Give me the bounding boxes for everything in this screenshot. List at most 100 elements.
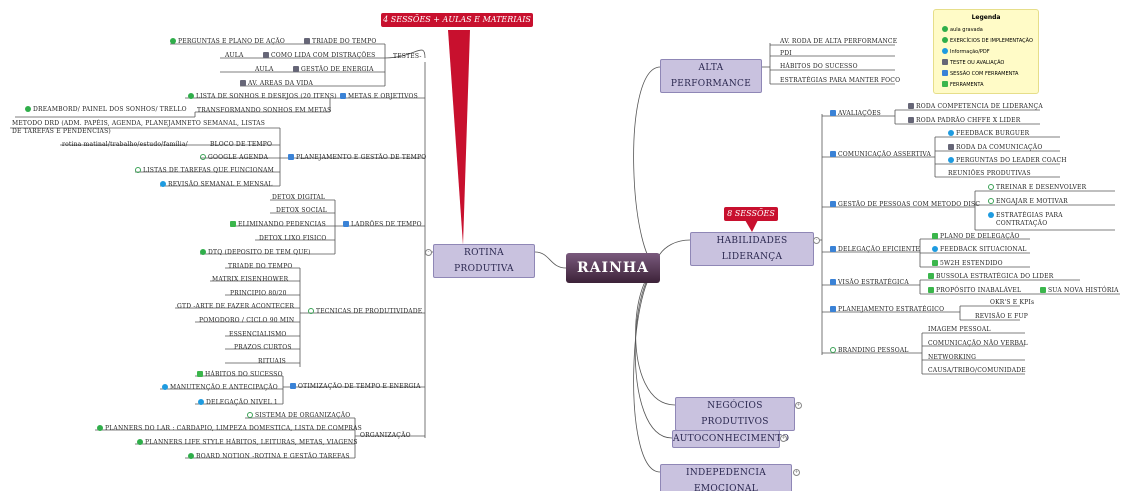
subtopic-delegacao[interactable]: DELEGAÇÃO EFICIENTE <box>830 246 920 254</box>
leaf[interactable]: TRIADE DO TEMPO <box>304 38 376 46</box>
leaf[interactable]: AV. AREAS DA VIDA <box>240 80 313 88</box>
leaf[interactable]: GESTÃO DE ENERGIA <box>293 66 374 74</box>
expand-toggle[interactable]: + <box>795 402 802 409</box>
subtopic-planejamento[interactable]: PLANEJAMENTO ESTRATÉGICO <box>830 306 944 314</box>
leaf[interactable]: HÁBITOS DO SUCESSO <box>197 371 283 379</box>
leaf[interactable]: TRANSFORMANDO SONHOS EM METAS <box>197 107 332 114</box>
leaf[interactable]: POMODORO / CICLO 90 MIN <box>199 317 295 324</box>
leaf[interactable]: PLANNERS LIFE STYLE HÁBITOS, LEITURAS, M… <box>137 439 358 447</box>
leaf[interactable]: COMUNICAÇÃO NÃO VERBAL <box>928 340 1028 347</box>
leaf[interactable]: FEEDBACK BURGUER <box>948 130 1029 138</box>
collapse-toggle[interactable]: - <box>425 249 432 256</box>
leaf[interactable]: AV. RODA DE ALTA PERFORMANCE <box>780 38 898 45</box>
leaf[interactable]: HÁBITOS DO SUCESSO <box>780 63 858 70</box>
node-alta-performance[interactable]: ALTA PERFORMANCE <box>660 59 762 93</box>
leaf[interactable]: PLANNERS DO LAR : CARDAPIO, LIMPEZA DOME… <box>97 425 362 433</box>
leaf[interactable]: PROPÓSITO INABALÁVEL <box>928 287 1021 295</box>
central-topic[interactable]: RAINHA <box>566 253 660 283</box>
leaf[interactable]: TREINAR E DESENVOLVER <box>988 184 1086 192</box>
subtopic-visao[interactable]: VISÃO ESTRATÉGICA <box>830 279 909 287</box>
leaf[interactable]: ESTRATÉGIAS PARA <box>988 212 1063 220</box>
subtopic-comunicacao[interactable]: COMUNICAÇÃO ASSERTIVA <box>830 151 931 159</box>
tool-icon <box>230 221 236 227</box>
leaf[interactable]: ENGAJAR E MOTIVAR <box>988 198 1068 206</box>
leaf[interactable]: GOOGLE AGENDA <box>200 154 268 162</box>
tool-icon <box>928 273 934 279</box>
leaf[interactable]: PERGUNTAS DO LEADER COACH <box>948 157 1067 165</box>
leaf[interactable]: ESSENCIALISMO <box>229 331 287 338</box>
leaf[interactable]: LISTA DE SONHOS E DESEJOS (20 ITENS) <box>188 93 337 101</box>
green-circle-icon <box>97 425 103 431</box>
subtopic-planejamento-tempo[interactable]: PLANEJAMENTO E GESTÃO DE TEMPO <box>288 154 426 162</box>
leaf[interactable]: IMAGEM PESSOAL <box>928 326 991 333</box>
leaf[interactable]: OKR'S E KPIs <box>990 299 1035 306</box>
subtopic-testes[interactable]: TESTES- <box>393 53 422 60</box>
leaf[interactable]: CAUSA/TRIBO/COMUNIDADE <box>928 367 1026 374</box>
tool-icon <box>932 233 938 239</box>
node-independencia-emocional[interactable]: INDEPEDENCIA EMOCIONAL <box>660 464 792 491</box>
collapse-toggle[interactable]: - <box>813 237 820 244</box>
label: LISTAS DE TAREFAS QUE FUNCIONAM <box>143 167 275 174</box>
blue-info-icon <box>932 246 938 252</box>
leaf[interactable]: BLOCO DE TEMPO <box>210 141 273 148</box>
leaf[interactable]: NETWORKING <box>928 354 977 361</box>
leaf[interactable]: DELEGAÇÃO NIVEL 1 <box>198 399 278 407</box>
leaf[interactable]: SISTEMA DE ORGANIZAÇÃO <box>247 412 350 420</box>
leaf[interactable]: METODO DRD (ADM. PAPÉIS, AGENDA, PLANEJA… <box>12 120 266 127</box>
node-negocios-produtivos[interactable]: NEGÓCIOS PRODUTIVOS <box>675 397 795 431</box>
leaf[interactable]: AULA <box>255 66 274 73</box>
leaf[interactable]: RODA COMPETENCIA DE LIDERANÇA <box>908 103 1043 111</box>
leaf[interactable]: TRIADE DO TEMPO <box>228 263 293 270</box>
legend-item: Informação/PDF <box>942 48 990 55</box>
leaf[interactable]: RITUAIS <box>258 358 286 365</box>
leaf[interactable]: MATRIX EISENHOWER <box>212 276 289 283</box>
leaf[interactable]: COMO LIDA COM DISTRAÇÕES <box>263 52 375 60</box>
leaf[interactable]: FEEDBACK SITUACIONAL <box>932 246 1027 254</box>
node-autoconhecimento[interactable]: AUTOCONHECIMENTO <box>672 430 789 448</box>
subtopic-organizacao[interactable]: ORGANIZAÇÃO <box>360 432 411 439</box>
subtopic-avaliacoes[interactable]: AVALIAÇÕES <box>830 110 881 118</box>
subtopic-ladroes[interactable]: LADRÕES DE TEMPO <box>343 221 422 229</box>
leaf[interactable]: BUSSOLA ESTRATÉGICA DO LIDER <box>928 273 1053 281</box>
leaf[interactable]: PRINCIPIO 80/20 <box>230 290 287 297</box>
node-rotina-produtiva[interactable]: ROTINA PRODUTIVA <box>433 244 535 278</box>
leaf[interactable]: SUA NOVA HISTÓRIA <box>1040 287 1119 295</box>
leaf[interactable]: PLANO DE DELEGAÇÃO <box>932 233 1020 241</box>
subtopic-gestao-pessoas[interactable]: GESTÃO DE PESSOAS COM METODO DISC <box>830 201 980 209</box>
leaf[interactable]: PRAZOS CURTOS <box>234 344 292 351</box>
test-icon <box>942 59 948 65</box>
leaf[interactable]: DETOX LIXO FISICO <box>259 235 327 242</box>
leaf[interactable]: 5W2H ESTENDIDO <box>932 260 1003 268</box>
leaf[interactable]: PDI <box>780 50 792 57</box>
leaf[interactable]: AULA <box>225 52 244 59</box>
leaf[interactable]: LISTAS DE TAREFAS QUE FUNCIONAM <box>135 167 274 175</box>
leaf[interactable]: GTD -ARTE DE FAZER ACONTECER <box>177 303 295 310</box>
leaf[interactable]: ESTRATÉGIAS PARA MANTER FOCO <box>780 77 901 84</box>
leaf[interactable]: DETOX DIGITAL <box>272 194 326 201</box>
leaf[interactable]: DETOX SOCIAL <box>276 207 327 214</box>
leaf[interactable]: REVISÃO SEMANAL E MENSAL <box>160 181 273 189</box>
leaf[interactable]: ELIMINANDO PEDENCIAS <box>230 221 326 229</box>
leaf[interactable]: RODA PADRÃO CHFFE X LIDER <box>908 117 1020 125</box>
green-circle-icon <box>170 38 176 44</box>
label: DREAMBORD/ PAINEL DOS SONHOS/ TRELLO <box>33 106 187 113</box>
node-habilidades-lideranca[interactable]: HABILIDADES LIDERANÇA <box>690 232 814 266</box>
expand-toggle[interactable]: + <box>793 469 800 476</box>
expand-toggle[interactable]: + <box>780 435 787 442</box>
leaf[interactable]: rotina matinal/trabalho/estudo/família/ <box>62 141 188 148</box>
leaf[interactable]: RODA DA COMUNICAÇÃO <box>948 144 1042 152</box>
leaf[interactable]: DREAMBORD/ PAINEL DOS SONHOS/ TRELLO <box>25 106 187 114</box>
leaf[interactable]: BOARD NOTION -ROTINA E GESTÃO TAREFAS <box>188 453 350 461</box>
leaf[interactable]: PERGUNTAS E PLANO DE AÇÃO <box>170 38 285 46</box>
blue-info-icon <box>948 130 954 136</box>
label: FEEDBACK SITUACIONAL <box>940 246 1027 253</box>
subtopic-otimizacao[interactable]: OTIMIZAÇÃO DE TEMPO E ENERGIA <box>290 383 421 391</box>
leaf[interactable]: REUNIÕES PRODUTIVAS <box>948 170 1031 177</box>
subtopic-branding[interactable]: BRANDING PESSOAL <box>830 347 909 355</box>
subtopic-metas[interactable]: METAS E OBJETIVOS <box>340 93 418 101</box>
leaf[interactable]: MANUTENÇÃO E ANTECIPAÇÃO <box>162 384 278 392</box>
leaf[interactable]: REVISÃO E FUP <box>975 313 1029 320</box>
subtopic-tecnicas[interactable]: TECNICAS DE PRODUTIVIDADE <box>308 308 422 316</box>
leaf[interactable]: DTQ (DEPOSITO DE TEM QUE) <box>200 249 311 257</box>
legend-item: TESTE OU AVALIAÇÃO <box>942 59 1004 66</box>
